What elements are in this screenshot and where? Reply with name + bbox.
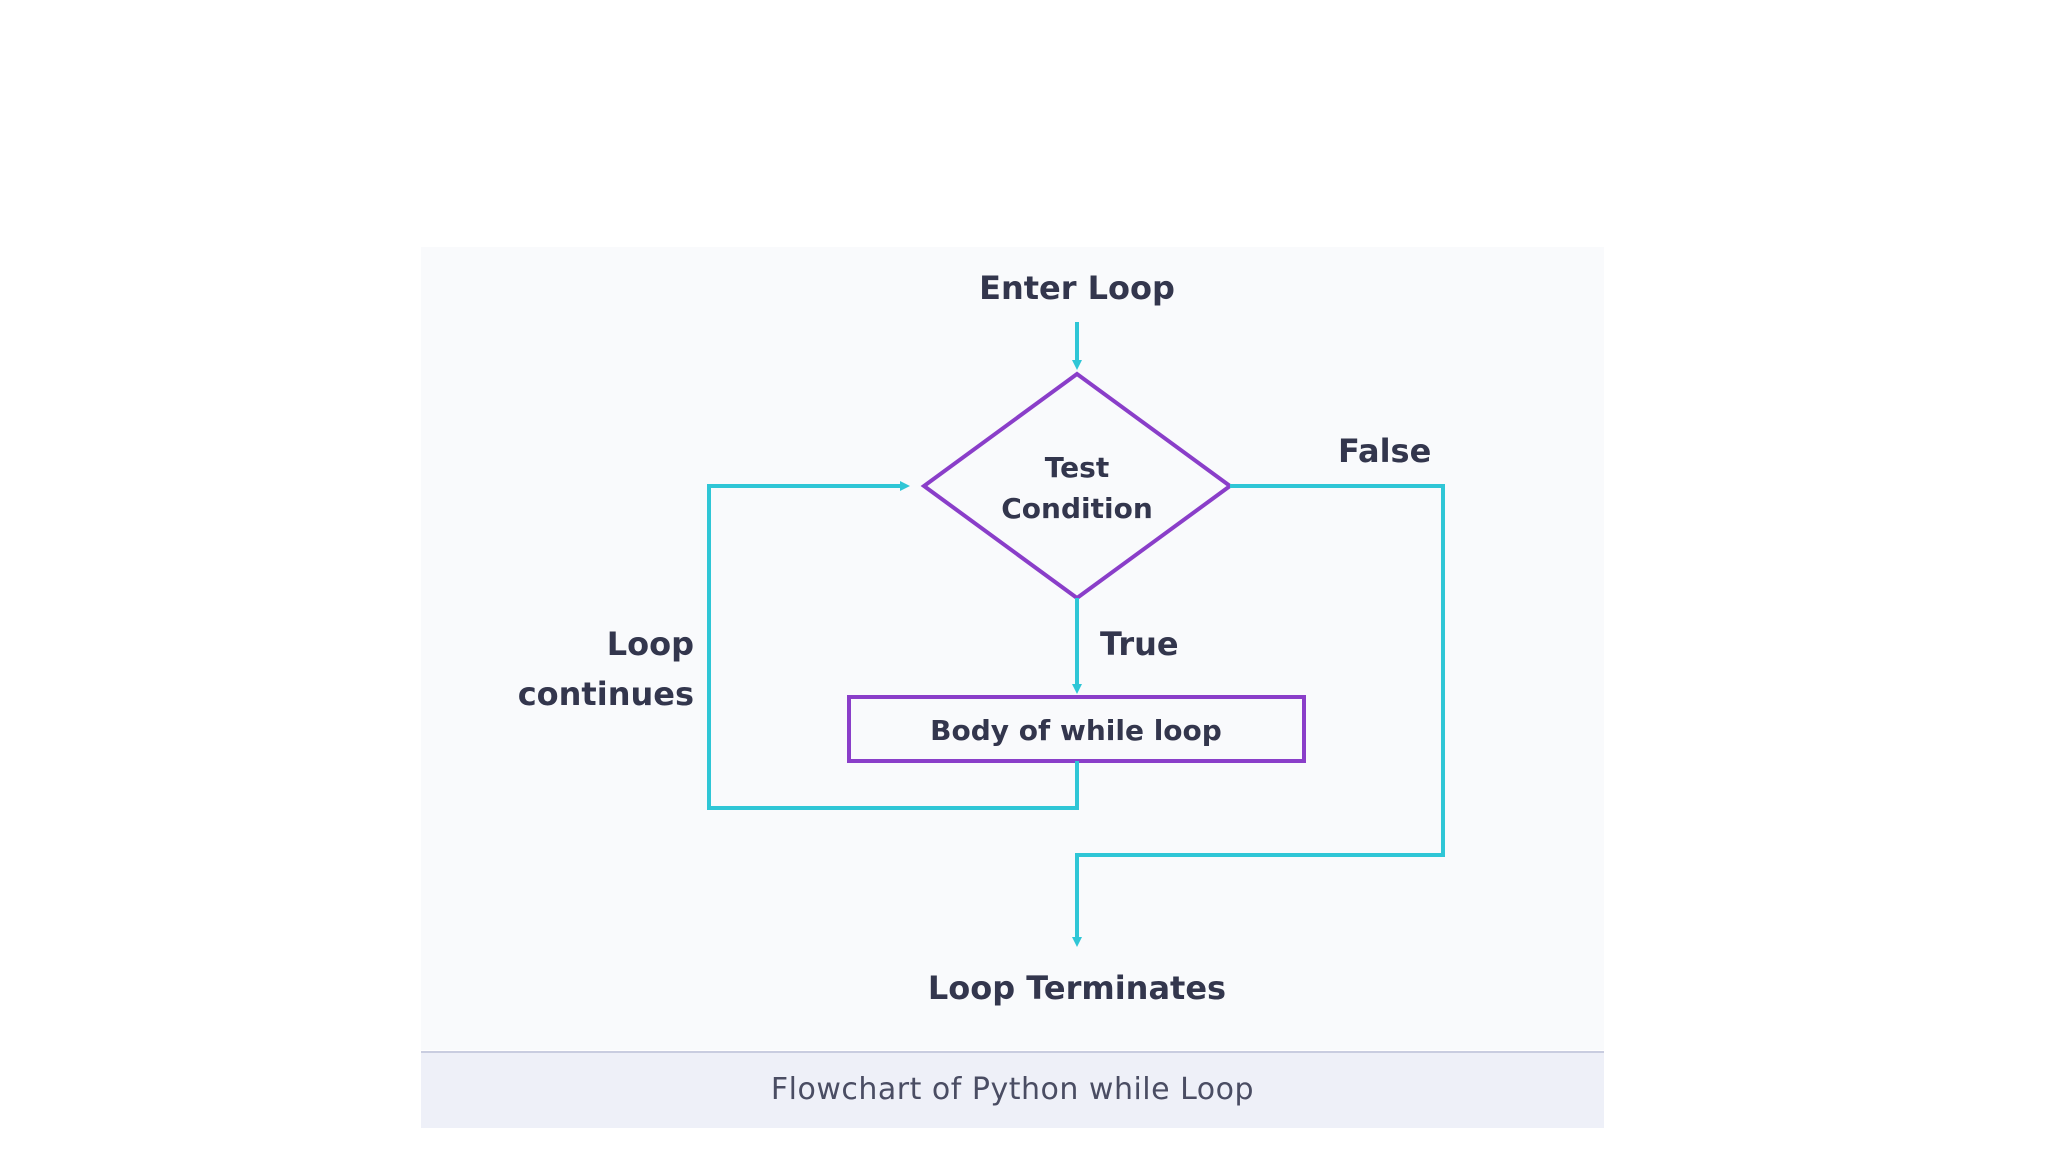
test-condition-label-line1: Test: [1045, 451, 1109, 484]
loop-back-arrow: [707, 481, 1079, 810]
loop-body-label: Body of while loop: [930, 714, 1222, 747]
loop-continues-label-line2: continues: [518, 675, 694, 713]
diagram-panel: [421, 247, 1604, 1050]
enter-loop-label: Enter Loop: [979, 269, 1175, 307]
loop-continues-label-line1: Loop: [607, 625, 694, 663]
loop-terminates-label: Loop Terminates: [928, 969, 1226, 1007]
true-label: True: [1100, 625, 1179, 663]
test-condition-label-line2: Condition: [1001, 492, 1153, 525]
caption-bar: [421, 1051, 1604, 1128]
false-arrow: [1072, 484, 1445, 947]
test-condition-diamond: [920, 371, 1234, 601]
false-label: False: [1338, 432, 1431, 470]
figure-caption: Flowchart of Python while Loop: [770, 1072, 1255, 1107]
